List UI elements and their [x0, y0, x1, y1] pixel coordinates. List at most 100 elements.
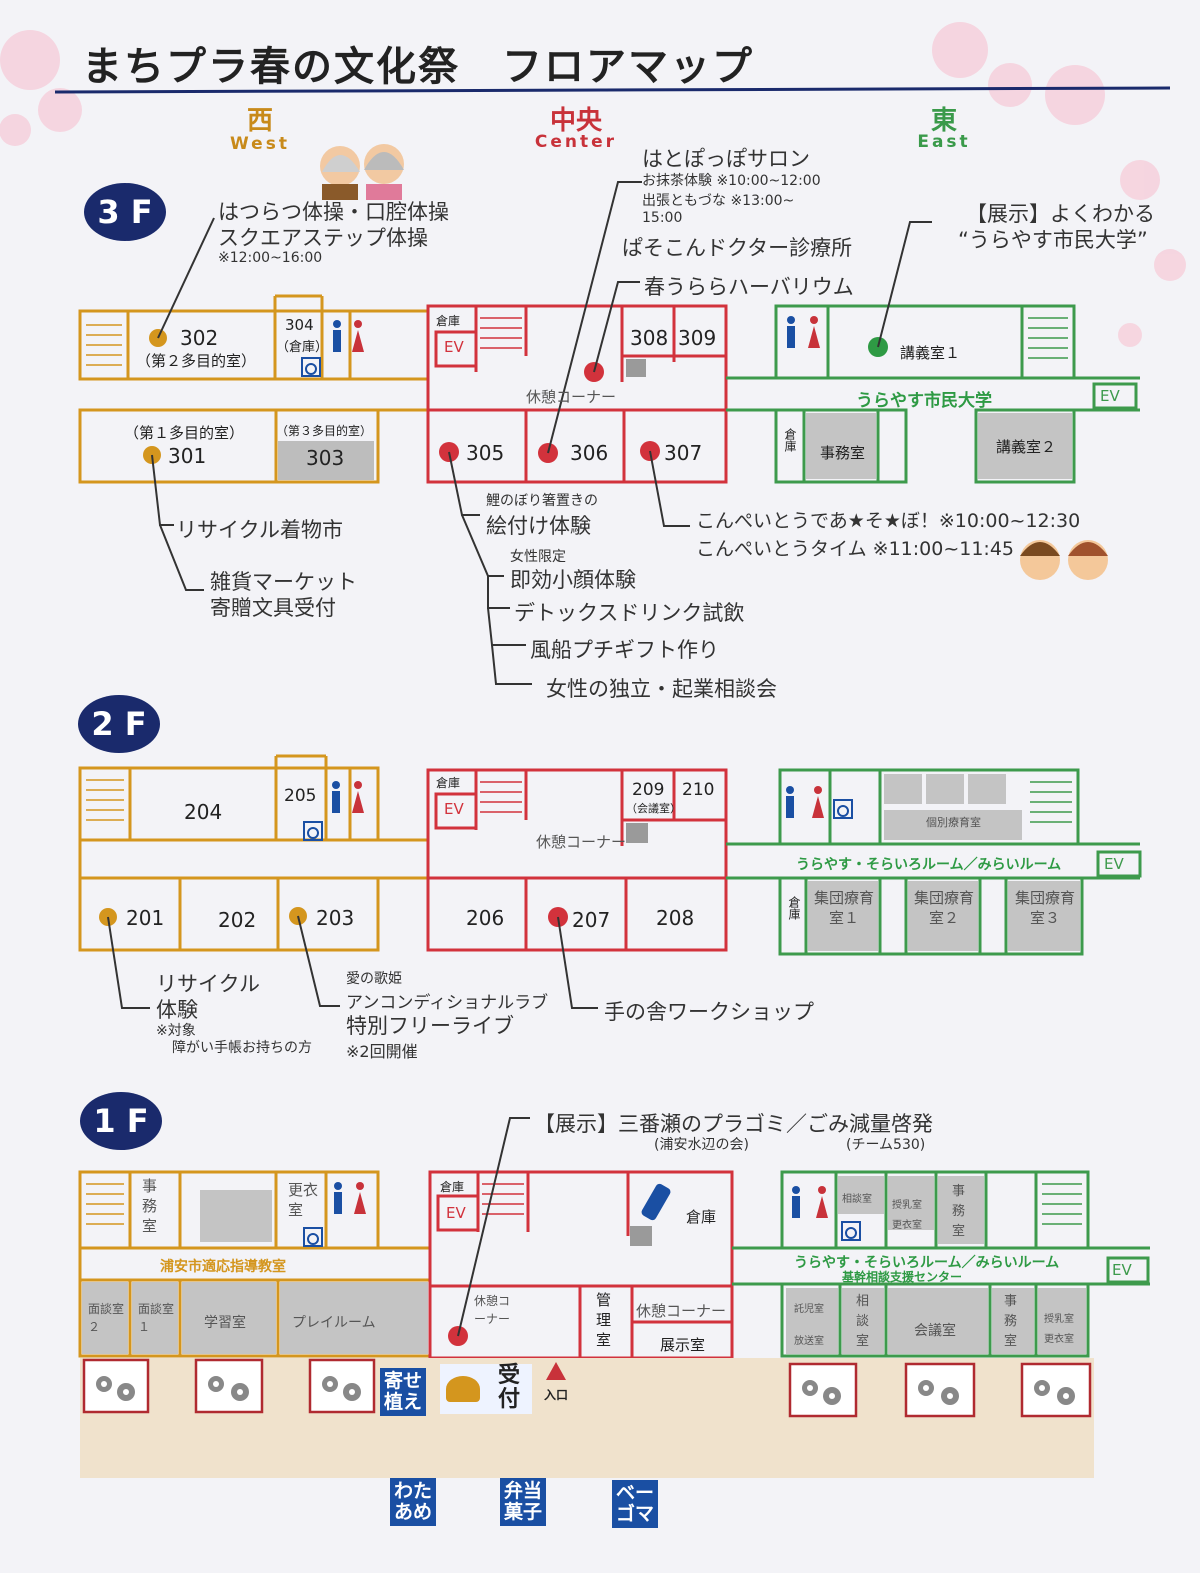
- bottle-icon: [641, 1183, 671, 1221]
- citizens-university: うらやす市民大学: [856, 391, 992, 411]
- reception-label-1: 受: [498, 1363, 521, 1388]
- event-salon-matcha: お抹茶体験 ※10:00~12:00: [642, 173, 821, 189]
- ev-1f-east: EV: [1112, 1261, 1132, 1279]
- direction-center-en: Center: [534, 132, 618, 152]
- storage-1f-2: 倉庫: [686, 1208, 717, 1226]
- room-309: 309: [678, 326, 717, 350]
- floor-badge-1f: 1 F: [80, 1092, 162, 1150]
- room-210: 210: [682, 780, 715, 800]
- event-detox-drink: デトックスドリンク試飲: [514, 601, 745, 625]
- room-301-sub: （第１多目的室）: [124, 424, 245, 442]
- page-title: まちプラ春の文化祭 フロアマップ: [82, 44, 754, 90]
- event-recycle-target: ※対象: [156, 1023, 196, 1039]
- meeting-room: 会議室: [914, 1323, 956, 1339]
- direction-west-en: West: [230, 134, 290, 154]
- booth-planting-line2: 植え: [384, 1391, 423, 1413]
- rest-corner-2f: 休憩コーナー: [536, 833, 627, 851]
- event-workshop: 手の舎ワークショップ: [604, 1000, 814, 1024]
- event-singer: 愛の歌姫: [346, 971, 402, 987]
- rest-corner-1f: 休憩コーナー: [473, 1294, 510, 1326]
- event-pc-doctor: ぱそこんドクター診療所: [622, 236, 853, 260]
- management-office: 管理室: [596, 1291, 612, 1349]
- event-exercise: はつらつ体操・口腔体操: [218, 200, 449, 224]
- booth-bento: 弁当菓子: [500, 1478, 547, 1526]
- interview-room-2: 面談室２: [88, 1302, 125, 1334]
- booth-cotton-candy-line1: わた: [394, 1480, 433, 1502]
- sorairo-room-1f: うらやす・そらいろルーム／みらいルーム: [794, 1255, 1060, 1271]
- room-303: 303: [306, 446, 345, 470]
- callout-lines: [107, 181, 932, 1337]
- event-painting: 絵付け体験: [486, 514, 591, 538]
- event-singer-name: アンコンディショナルラブ: [346, 993, 549, 1013]
- event-salon-tomozuna: 出張ともづな ※13:00~: [642, 193, 795, 209]
- group-therapy-room-1: 集団療育室１: [814, 889, 875, 927]
- event-balloon: 風船プチギフト作り: [530, 638, 719, 662]
- group-therapy-room-2: 集団療育室２: [914, 889, 975, 927]
- room-206: 206: [466, 906, 505, 930]
- individual-therapy-room: 個別療育室: [926, 816, 981, 829]
- play-room: プレイルーム: [292, 1315, 376, 1331]
- room-201: 201: [126, 906, 165, 930]
- interview-room-1: 面談室１: [138, 1302, 175, 1334]
- floor-3-plan: [78, 294, 1140, 484]
- booth-beigoma-line1: ベー: [616, 1482, 655, 1504]
- lecture-room-1: 講義室１: [900, 344, 961, 362]
- event-salon: はとぽっぽサロン: [642, 147, 810, 171]
- event-recycle-note: 障がい手帳お持ちの方: [172, 1040, 312, 1056]
- ev-2f-east: EV: [1104, 855, 1124, 873]
- ev-3f-east: EV: [1100, 387, 1120, 405]
- rest-corner-1f-2: 休憩コーナー: [636, 1302, 727, 1320]
- event-square-step-time: ※12:00~16:00: [218, 250, 323, 266]
- room-304-sub: （倉庫）: [276, 340, 329, 355]
- floor-badge-3f: 3 F: [84, 183, 166, 241]
- booth-planting: 寄せ植え: [380, 1368, 427, 1416]
- office-1f-west: 事務室: [142, 1177, 158, 1235]
- consultation-room-1f: 相談室: [842, 1194, 872, 1205]
- reception-booth: 受 付: [440, 1364, 532, 1414]
- room-205: 205: [284, 786, 317, 806]
- title-rule: [54, 86, 1171, 94]
- room-204: 204: [184, 800, 223, 824]
- event-stationery: 寄贈文具受付: [210, 596, 336, 620]
- tent-icon: [446, 1376, 480, 1402]
- changing-room-1f: 更衣室: [288, 1181, 319, 1219]
- event-free-live-note: ※2回開催: [346, 1042, 418, 1061]
- broadcast-room: 放送室: [794, 1336, 824, 1347]
- kids-icon: [1020, 540, 1108, 580]
- rest-corner-3f: 休憩コーナー: [526, 388, 617, 406]
- ev-2f: EV: [444, 800, 464, 818]
- direction-center: 中央: [549, 106, 602, 136]
- flower-center: [101, 1381, 1069, 1399]
- consultation-room-1f-2: 相談室: [856, 1294, 870, 1349]
- room-302-sub: （第２多目的室）: [136, 352, 257, 370]
- room-207: 207: [572, 908, 611, 932]
- entrance-label: 入口: [544, 1388, 569, 1402]
- event-exhibit-garbage: 【展示】三番瀬のプラゴミ／ごみ減量啓発: [534, 1112, 933, 1136]
- wheelchair-icon: [301, 357, 861, 1247]
- booth-bento-line2: 菓子: [504, 1501, 543, 1523]
- room-305: 305: [466, 441, 505, 465]
- event-women-only: 女性限定: [510, 549, 566, 565]
- room-307: 307: [664, 441, 703, 465]
- nursing-room-2: 授乳室: [1044, 1314, 1074, 1325]
- office-3f: 事務室: [820, 444, 866, 462]
- event-kimono-market: リサイクル着物市: [176, 518, 343, 542]
- room-306: 306: [570, 441, 609, 465]
- event-recycle: リサイクル: [156, 972, 260, 996]
- booth-cotton-candy: わたあめ: [390, 1478, 437, 1526]
- room-209-sub: （会議室）: [626, 802, 681, 815]
- event-square-step: スクエアステップ体操: [218, 226, 428, 250]
- event-koinobori: 鯉のぼり箸置きの: [486, 493, 598, 509]
- study-room: 学習室: [204, 1315, 246, 1331]
- room-208: 208: [656, 906, 695, 930]
- event-herbarium: 春うららハーバリウム: [644, 275, 854, 299]
- sorairo-room-2f: うらやす・そらいろルーム／みらいルーム: [796, 857, 1062, 873]
- floor-badge-2f: 2 F: [78, 695, 160, 753]
- floor-2-plan: [78, 754, 1142, 956]
- room-308: 308: [630, 326, 669, 350]
- office-1f-east-2: 事務室: [1004, 1294, 1018, 1349]
- room-304: 304: [285, 316, 314, 334]
- booth-beigoma: ベーゴマ: [612, 1480, 659, 1528]
- storage-1f: 倉庫: [440, 1180, 465, 1194]
- event-exhibit-org-1: (浦安水辺の会): [654, 1137, 749, 1153]
